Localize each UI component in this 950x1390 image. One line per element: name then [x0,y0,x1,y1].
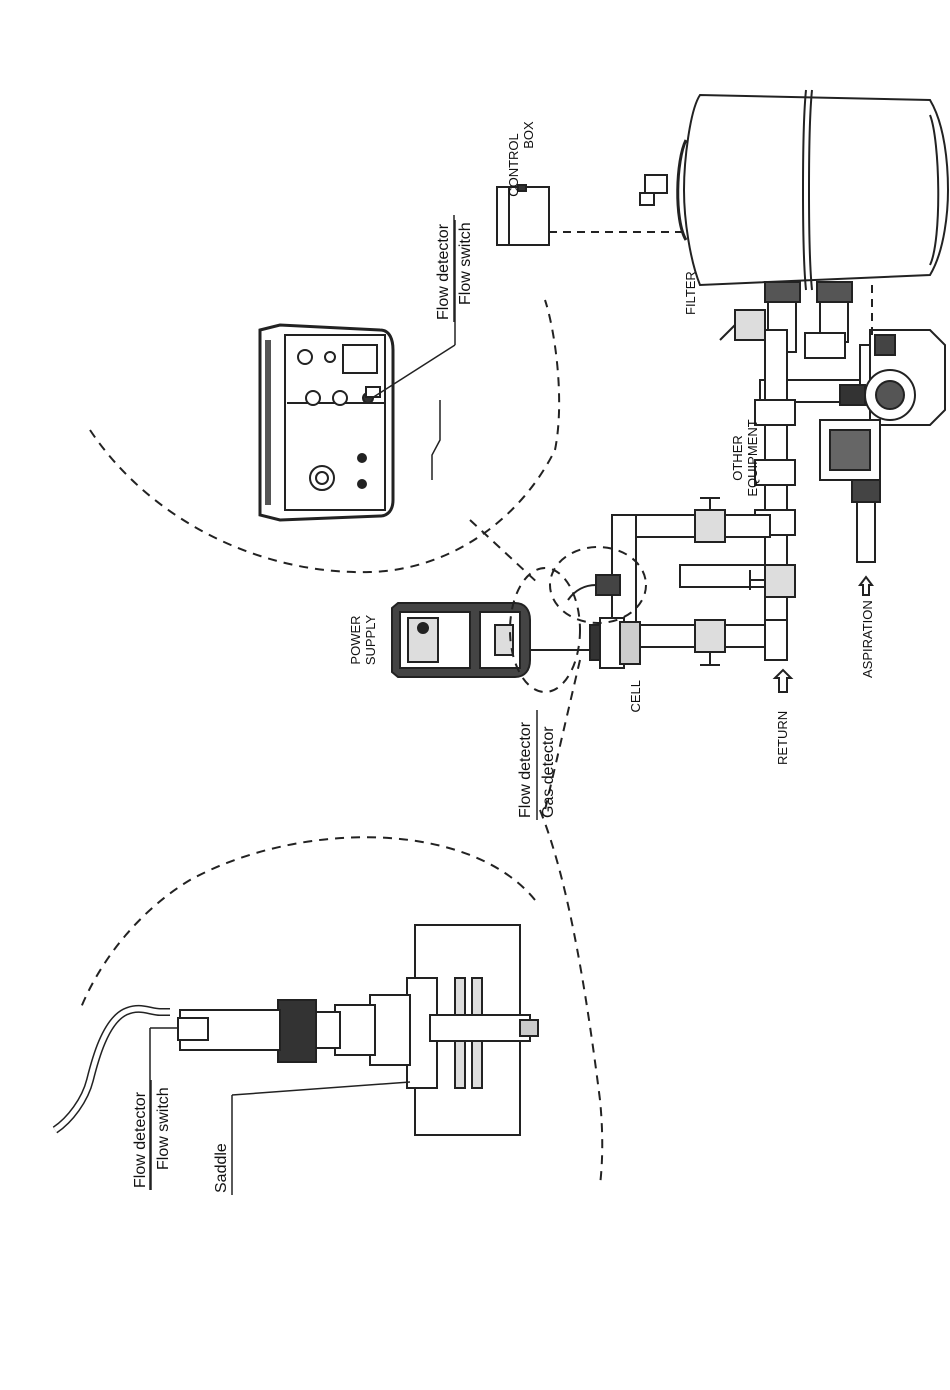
power-supply-label-1: POWER [348,615,363,664]
control-box-detail [260,325,393,520]
cell-label: CELL [628,680,643,713]
electrolysis-cell [590,618,640,668]
filter-tank [640,90,948,302]
control-box-label-1: CONTROL [506,133,521,197]
flow-detector-mid-label-2: Gas detector [540,726,557,818]
power-supply [392,603,530,677]
filter-label: FILTER [683,271,698,315]
other-equipment-label-2: EQUIPMENT [745,419,760,496]
control-box-label-2: BOX [521,121,536,149]
flow-detector-top-label-2: Flow switch [457,222,474,305]
return-label: RETURN [775,711,790,765]
other-equipment-label-1: OTHER [730,435,745,481]
flow-detector-bottom-label-1: Flow detector [132,1091,149,1188]
power-supply-label-2: SUPPLY [363,615,378,666]
saddle-label: Saddle [213,1143,230,1193]
pump [820,330,945,562]
flow-detector-bottom-label-2: Flow switch [155,1087,172,1170]
aspiration-arrow [860,577,872,595]
saddle-detail [55,925,538,1135]
flow-detector-top-label-1: Flow detector [435,223,452,320]
aspiration-label: ASPIRATION [860,600,875,678]
return-arrow [775,670,791,692]
control-box [497,185,549,245]
flow-detector-mid-label-1: Flow detector [517,721,534,818]
